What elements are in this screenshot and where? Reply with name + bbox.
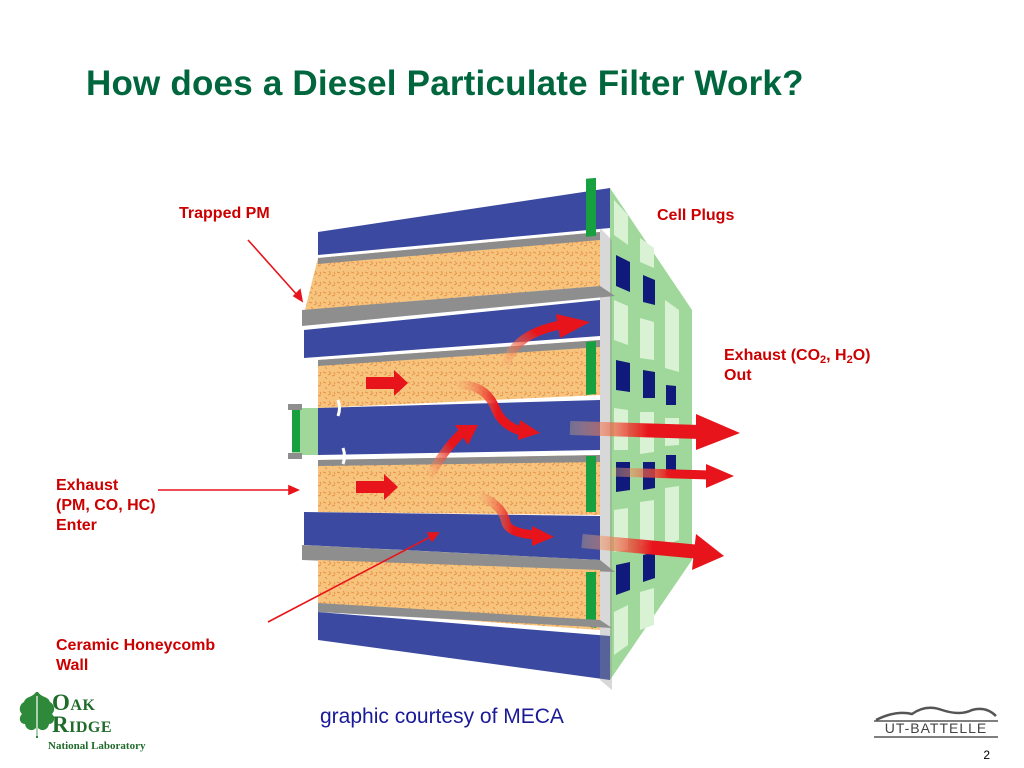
exhaust-out-label: Exhaust (CO2, H2O) Out bbox=[724, 346, 871, 386]
exhaust-out-line2: Out bbox=[724, 367, 752, 384]
outlet-arrow-1 bbox=[569, 421, 701, 439]
outlet-arrow-3 bbox=[581, 534, 701, 559]
ceramic-wall-label: Ceramic Honeycomb Wall bbox=[56, 637, 216, 674]
outlet-arrow-2 bbox=[611, 467, 711, 480]
oak-leaf-icon bbox=[19, 692, 55, 738]
inlet-arrow-upper bbox=[366, 370, 408, 396]
cross-arrow-3 bbox=[500, 320, 561, 371]
ornl-subtitle: National Laboratory bbox=[48, 740, 146, 752]
flow-arrows bbox=[356, 314, 740, 570]
pointer-lines bbox=[158, 239, 440, 623]
cell-plugs-label: Cell Plugs bbox=[657, 207, 735, 224]
ornl-word-oak: OAK bbox=[52, 690, 96, 715]
trapped-pm-pointer bbox=[247, 239, 299, 297]
filter-layers bbox=[288, 177, 615, 690]
page-title: How does a Diesel Particulate Filter Wor… bbox=[86, 64, 804, 103]
page-number: 2 bbox=[983, 748, 990, 762]
cross-arrow-1 bbox=[455, 380, 527, 437]
cross-arrow-2 bbox=[423, 428, 467, 483]
graphic-credit: graphic courtesy of MECA bbox=[320, 705, 564, 728]
exhaust-out-line1: Exhaust (CO2, H2O) bbox=[724, 347, 871, 366]
mountain-icon bbox=[874, 706, 998, 738]
inlet-arrow-lower bbox=[356, 474, 398, 500]
exhaust-enter-label: Exhaust (PM, CO, HC) Enter bbox=[56, 477, 156, 534]
ornl-word-ridge: RIDGE bbox=[52, 712, 113, 737]
ut-battelle-text: UT-BATTELLE bbox=[884, 720, 988, 736]
trapped-pm-label: Trapped PM bbox=[179, 205, 270, 222]
cross-arrow-4 bbox=[476, 490, 537, 540]
ceramic-wall-pointer bbox=[267, 535, 433, 623]
channel-break-marks bbox=[336, 399, 346, 465]
